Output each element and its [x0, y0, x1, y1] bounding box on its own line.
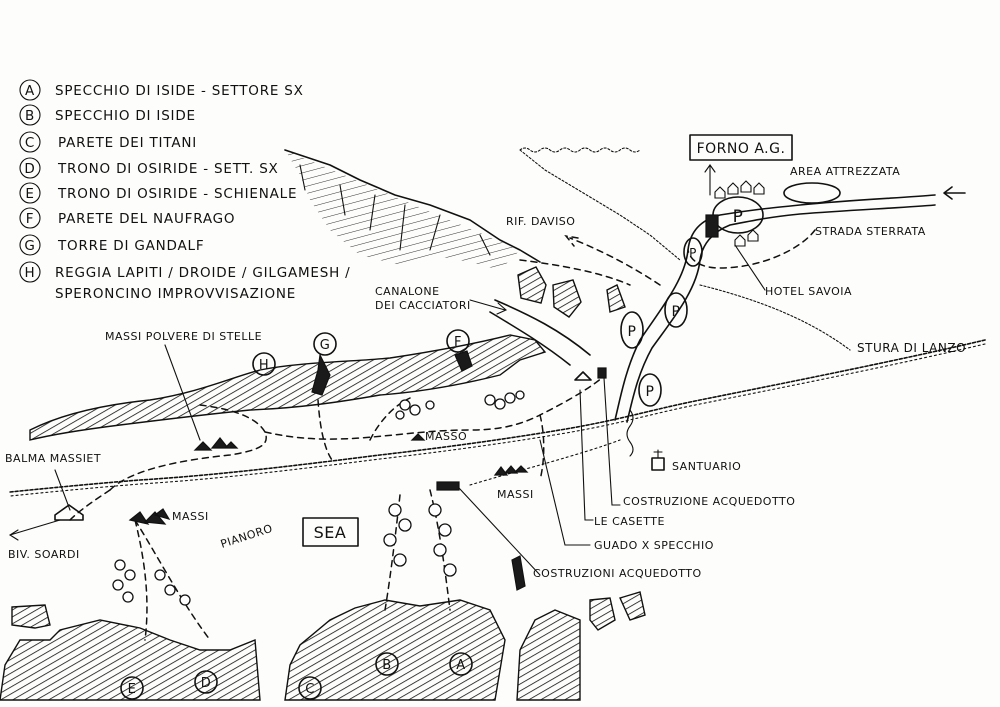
sector-label-e: E	[120, 676, 144, 700]
legend-letter: C	[25, 135, 35, 151]
mountain-ridge	[284, 149, 541, 270]
parking-road: P P P P	[620, 237, 703, 407]
boulder-field	[112, 503, 457, 606]
pianoro-label: PIANORO	[219, 522, 274, 551]
costruzioni-acquedotto-label: COSTRUZIONI ACQUEDOTTO	[533, 567, 702, 580]
sector-label-a: A	[449, 652, 473, 676]
legend-item-f: F PARETE DEL NAUFRAGO	[19, 207, 235, 229]
canalone-label-2: DEI CACCIATORI	[375, 299, 471, 312]
svg-text:MASSO: MASSO	[425, 430, 467, 443]
legend-item-h: H REGGIA LAPITI / DROIDE / GILGAMESH / S…	[19, 261, 351, 302]
svg-text:E: E	[128, 682, 137, 697]
upper-rocks	[517, 266, 626, 318]
legend-label: TORRE DI GANDALF	[57, 238, 204, 254]
svg-text:C: C	[305, 682, 315, 697]
road	[614, 194, 936, 421]
legend-letter: A	[25, 83, 35, 99]
legend-label: SPECCHIO DI ISIDE	[55, 108, 196, 124]
cliff-band-fgh	[29, 334, 547, 441]
strada-sterrata-label: STRADA STERRATA	[815, 225, 926, 238]
hotel-savoia-label: HOTEL SAVOIA	[765, 285, 852, 298]
balma-massiet-label: BALMA MASSIET	[5, 452, 101, 465]
legend-label: TRONO DI OSIRIDE - SCHIENALE	[57, 186, 297, 202]
legend-label: TRONO DI OSIRIDE - SETT. SX	[57, 161, 279, 177]
canalone-label-1: CANALONE	[375, 285, 440, 298]
sea-label-box: SEA	[302, 517, 359, 547]
svg-text:D: D	[201, 676, 212, 691]
legend-letter: D	[24, 161, 35, 177]
svg-text:AREA ATTREZZATA: AREA ATTREZZATA	[790, 165, 900, 178]
stura-label: STURA DI LANZO	[857, 341, 966, 355]
sector-label-d: D	[194, 670, 218, 694]
svg-text:P: P	[628, 324, 637, 340]
legend-item-c: C PARETE DEI TITANI	[19, 131, 197, 153]
legend-item-a: A SPECCHIO DI ISIDE - SETTORE SX	[19, 79, 304, 101]
legend-label: REGGIA LAPITI / DROIDE / GILGAMESH /	[55, 265, 351, 281]
boulders-massi-1: MASSI	[128, 508, 209, 525]
svg-text:G: G	[320, 338, 331, 353]
forno-label-box: FORNO A.G.	[689, 134, 793, 196]
legend-item-d: D TRONO DI OSIRIDE - SETT. SX	[19, 157, 279, 179]
legend-letter: E	[25, 186, 34, 202]
legend-letter: H	[25, 265, 36, 281]
sector-label-g: G	[313, 332, 337, 356]
svg-text:P: P	[733, 207, 744, 227]
bottom-cliffs	[0, 591, 646, 701]
sector-label-b: B	[375, 652, 399, 676]
trees	[395, 390, 525, 420]
area-attrezzata: AREA ATTREZZATA	[783, 165, 900, 204]
costruzione-acquedotto-label: COSTRUZIONE ACQUEDOTTO	[623, 495, 795, 508]
svg-text:MASSI: MASSI	[172, 510, 209, 523]
legend-item-b: B SPECCHIO DI ISIDE	[19, 104, 196, 126]
svg-text:SEA: SEA	[314, 523, 347, 542]
sector-label-h: H	[252, 352, 276, 376]
svg-text:F: F	[454, 335, 462, 350]
svg-text:MASSI: MASSI	[497, 488, 534, 501]
legend: A SPECCHIO DI ISIDE - SETTORE SX B SPECC…	[19, 79, 351, 302]
rif-daviso-label: RIF. DAVISO	[506, 215, 575, 228]
forno-label: FORNO A.G.	[697, 141, 786, 157]
svg-text:P: P	[689, 246, 697, 260]
legend-item-e: E TRONO DI OSIRIDE - SCHIENALE	[19, 182, 297, 204]
svg-text:P: P	[672, 304, 681, 320]
boulder-masso: MASSO	[410, 430, 467, 443]
guado-label: GUADO X SPECCHIO	[594, 539, 714, 552]
svg-text:SANTUARIO: SANTUARIO	[672, 460, 741, 473]
svg-text:B: B	[382, 658, 391, 673]
legend-label: PARETE DEL NAUFRAGO	[58, 211, 235, 227]
stream-upper	[519, 147, 681, 261]
svg-text:A: A	[456, 658, 465, 673]
legend-label: PARETE DEI TITANI	[58, 135, 197, 151]
legend-item-g: G TORRE DI GANDALF	[19, 234, 204, 256]
stura-river	[9, 339, 986, 493]
legend-label: SPECCHIO DI ISIDE - SETTORE SX	[55, 83, 304, 99]
boulders-massi-2: MASSI	[493, 465, 534, 501]
legend-letter: F	[26, 211, 35, 227]
svg-text:P: P	[646, 384, 655, 400]
legend-letter: G	[24, 238, 35, 254]
le-casette-label: LE CASETTE	[594, 515, 665, 528]
sector-label-f: F	[446, 329, 470, 353]
village-houses	[714, 180, 765, 247]
sector-label-c: C	[298, 676, 322, 700]
svg-text:H: H	[259, 358, 269, 373]
biv-soardi-label: BIV. SOARDI	[8, 548, 80, 561]
legend-letter: B	[25, 108, 35, 124]
massi-polvere-label: MASSI POLVERE DI STELLE	[105, 330, 262, 343]
santuario: SANTUARIO	[626, 409, 741, 473]
legend-label-continued: SPERONCINO IMPROVVISAZIONE	[55, 286, 296, 302]
